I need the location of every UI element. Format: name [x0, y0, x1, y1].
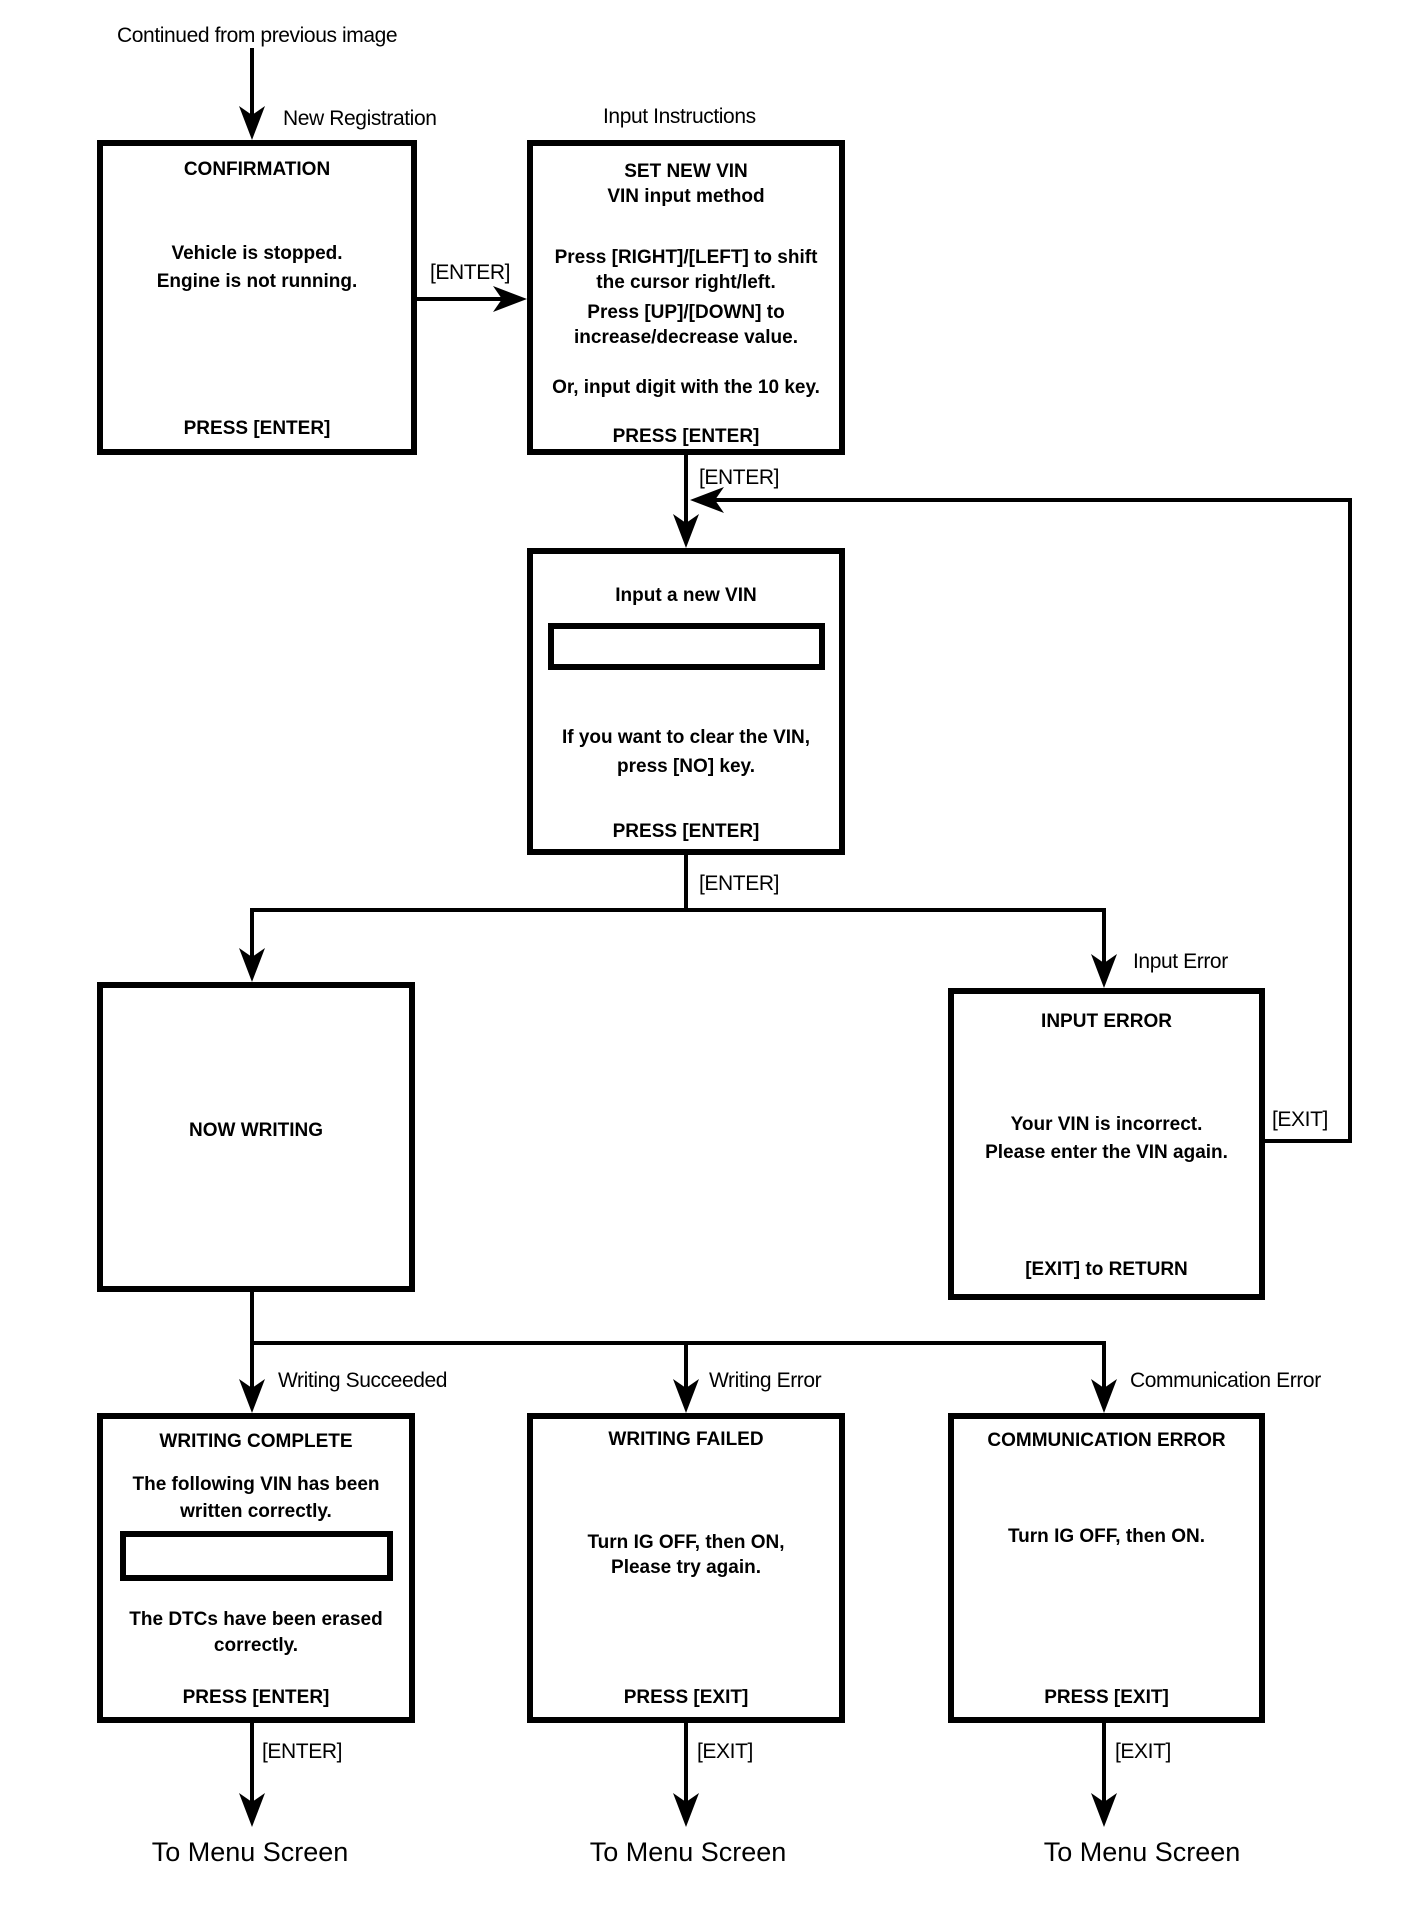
arrowhead-down-icon — [239, 948, 265, 982]
arrowhead-down-icon — [1091, 1379, 1117, 1413]
input-error-line2: Please enter the VIN again. — [985, 1142, 1228, 1163]
now-writing-screen: NOW WRITING — [97, 982, 415, 1292]
writing-complete-line2: written correctly. — [180, 1501, 332, 1522]
continued-from-label: Continued from previous image — [117, 24, 398, 47]
set-new-vin-line5: Or, input digit with the 10 key. — [552, 377, 820, 398]
new-registration-label: New Registration — [283, 107, 437, 130]
set-new-vin-title2: VIN input method — [607, 186, 765, 207]
communication-error-label: Communication Error — [1130, 1369, 1321, 1392]
arrowhead-down-icon — [1091, 954, 1117, 988]
writing-complete-screen: WRITING COMPLETE The following VIN has b… — [97, 1413, 415, 1723]
arrowhead-down-icon — [239, 1793, 265, 1827]
communication-error-title: COMMUNICATION ERROR — [987, 1430, 1226, 1451]
enter-label-1: [ENTER] — [430, 261, 511, 284]
input-vin-screen: Input a new VIN If you want to clear the… — [527, 548, 845, 855]
confirmation-line2: Engine is not running. — [156, 271, 358, 292]
arrowhead-down-icon — [1091, 1793, 1117, 1827]
enter-label-2: [ENTER] — [699, 466, 780, 489]
input-instructions-label: Input Instructions — [603, 105, 756, 128]
writing-succeeded-label: Writing Succeeded — [278, 1369, 448, 1392]
writing-failed-screen: WRITING FAILED Turn IG OFF, then ON, Ple… — [527, 1413, 845, 1723]
input-vin-title: Input a new VIN — [615, 585, 757, 606]
input-vin-footer: PRESS [ENTER] — [612, 821, 760, 842]
input-error-footer: [EXIT] to RETURN — [1025, 1259, 1188, 1280]
set-new-vin-screen: SET NEW VIN VIN input method Press [RIGH… — [527, 140, 845, 455]
confirmation-footer: PRESS [ENTER] — [183, 418, 331, 439]
confirmation-line1: Vehicle is stopped. — [171, 243, 343, 264]
writing-complete-line1: The following VIN has been — [132, 1474, 380, 1495]
set-new-vin-line2: the cursor right/left. — [596, 272, 776, 293]
arrowhead-down-icon — [673, 1793, 699, 1827]
to-menu-label-2: To Menu Screen — [589, 1837, 787, 1867]
confirmation-title: CONFIRMATION — [183, 159, 331, 180]
communication-error-line1: Turn IG OFF, then ON. — [1007, 1526, 1206, 1547]
enter-label-4: [ENTER] — [262, 1740, 343, 1763]
arrowhead-right-icon — [493, 286, 527, 312]
input-error-label: Input Error — [1133, 950, 1228, 973]
arrowhead-down-icon — [673, 1379, 699, 1413]
set-new-vin-line1: Press [RIGHT]/[LEFT] to shift — [554, 247, 818, 268]
writing-complete-title: WRITING COMPLETE — [159, 1431, 353, 1452]
communication-error-footer: PRESS [EXIT] — [1044, 1687, 1169, 1708]
writing-failed-title: WRITING FAILED — [608, 1429, 764, 1450]
exit-label-3: [EXIT] — [1115, 1740, 1171, 1763]
set-new-vin-line3: Press [UP]/[DOWN] to — [587, 302, 785, 323]
writing-complete-line3: The DTCs have been erased — [129, 1609, 383, 1630]
input-error-screen: INPUT ERROR Your VIN is incorrect. Pleas… — [948, 988, 1265, 1300]
arrowhead-down-icon — [673, 514, 699, 548]
vin-input-field — [548, 623, 825, 670]
now-writing-title: NOW WRITING — [188, 1120, 324, 1141]
writing-failed-footer: PRESS [EXIT] — [623, 1687, 749, 1708]
set-new-vin-title1: SET NEW VIN — [624, 161, 748, 182]
input-vin-line2: press [NO] key. — [617, 756, 755, 777]
to-menu-label-1: To Menu Screen — [151, 1837, 349, 1867]
input-error-title: INPUT ERROR — [1041, 1011, 1172, 1032]
arrowhead-left-icon — [690, 487, 724, 513]
exit-label-2: [EXIT] — [697, 1740, 753, 1763]
communication-error-screen: COMMUNICATION ERROR Turn IG OFF, then ON… — [948, 1413, 1265, 1723]
to-menu-label-3: To Menu Screen — [1043, 1837, 1241, 1867]
set-new-vin-footer: PRESS [ENTER] — [612, 426, 760, 447]
exit-loop-label: [EXIT] — [1272, 1108, 1328, 1131]
writing-complete-footer: PRESS [ENTER] — [182, 1687, 330, 1708]
input-error-line1: Your VIN is incorrect. — [1010, 1114, 1203, 1135]
input-vin-line1: If you want to clear the VIN, — [561, 727, 811, 748]
writing-failed-line1: Turn IG OFF, then ON, — [587, 1532, 785, 1553]
arrowhead-down-icon — [239, 1379, 265, 1413]
writing-error-label: Writing Error — [709, 1369, 822, 1392]
writing-complete-line4: correctly. — [213, 1635, 299, 1656]
set-new-vin-line4: increase/decrease value. — [574, 327, 798, 348]
enter-label-3: [ENTER] — [699, 872, 780, 895]
confirmation-screen: CONFIRMATION Vehicle is stopped. Engine … — [97, 140, 417, 455]
connector-exit-loopback — [713, 498, 1352, 1143]
vin-display-field — [120, 1531, 393, 1581]
arrowhead-down-icon — [239, 106, 265, 140]
writing-failed-line2: Please try again. — [611, 1557, 761, 1578]
